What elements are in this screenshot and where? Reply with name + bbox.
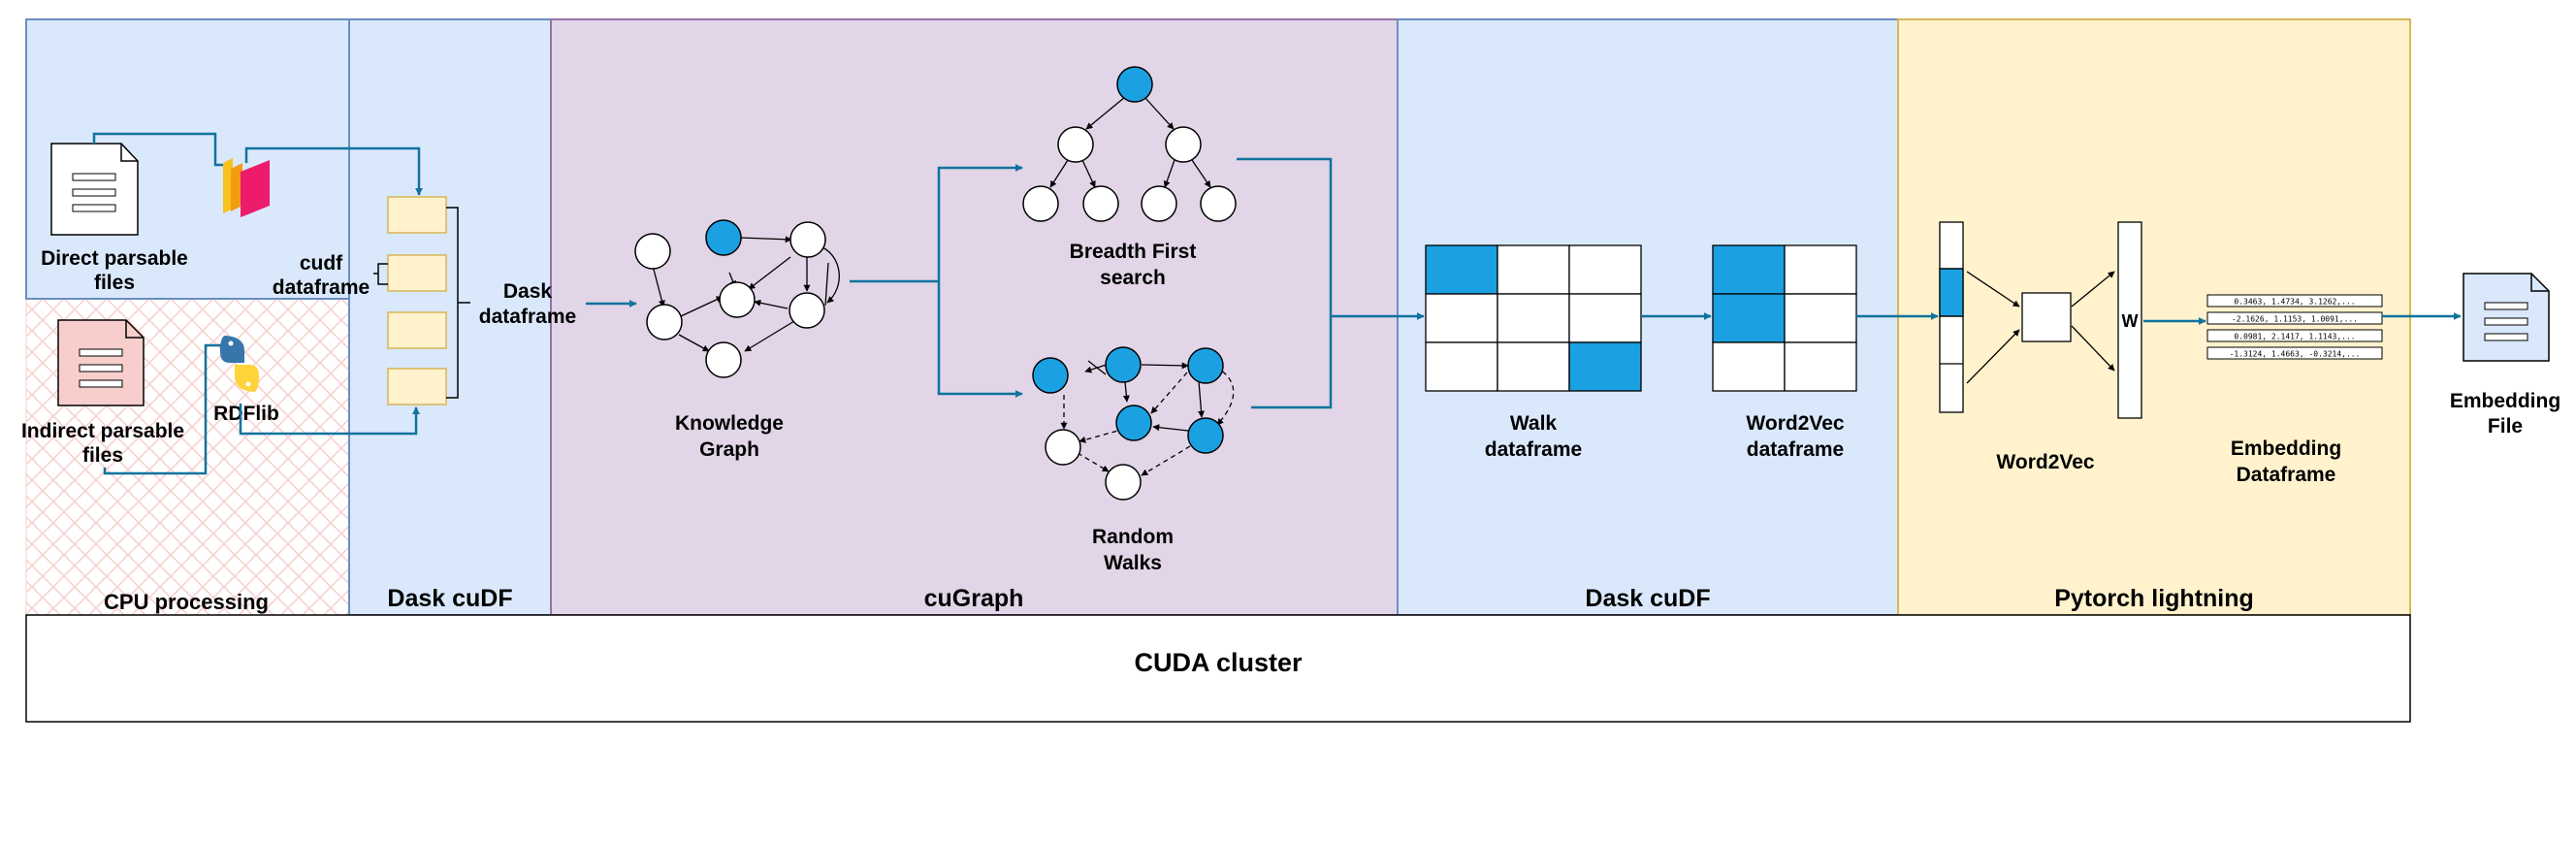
embedding-dataframe-label-line1: Embedding — [2231, 437, 2341, 460]
walk-node-highlighted — [1115, 405, 1152, 441]
graph-node — [634, 233, 671, 270]
knowledge-graph-label-line2: Graph — [699, 438, 759, 461]
graph-node-highlighted — [705, 219, 742, 256]
cpu-processing-label: CPU processing — [104, 590, 269, 614]
embedding-file-label-line1: Embedding — [2450, 390, 2560, 412]
graph-node — [789, 221, 826, 258]
dask-dataframe-label-line2: dataframe — [479, 306, 576, 328]
word2vec-dataframe-label-line1: Word2Vec — [1746, 412, 1844, 435]
to-random-walks-arrow — [937, 281, 1023, 398]
walk-dataframe-label-line2: dataframe — [1485, 438, 1582, 461]
parquet-icon — [223, 158, 270, 217]
walk-dataframe-grid — [1425, 244, 1642, 392]
indirect-file-icon — [57, 319, 145, 406]
graph-node — [789, 292, 825, 329]
bfs-merge-connector — [1237, 157, 1333, 316]
bfs-node — [1200, 185, 1237, 222]
walk-dataframe-label-line1: Walk — [1510, 412, 1558, 435]
weight-matrix — [2117, 221, 2142, 419]
walk-node — [1045, 429, 1081, 466]
embedding-row — [2206, 311, 2383, 325]
bfs-node — [1082, 185, 1119, 222]
embedding-row — [2206, 346, 2383, 360]
indirect-files-label-line2: files — [82, 444, 123, 467]
embedding-row-text: -1.3124, 1.4663, -0.3214,... — [2230, 350, 2361, 359]
weight-label: W — [2122, 311, 2139, 331]
word2vec-label: Word2Vec — [1996, 451, 2094, 473]
direct-to-parquet-connector — [92, 132, 223, 167]
embedding-row-text: -2.1626, 1.1153, 1.0091,... — [2232, 315, 2358, 324]
embedding-file-icon — [2463, 273, 2550, 362]
parquet-to-dataframe-arrow — [244, 146, 423, 196]
cugraph-label: cuGraph — [924, 585, 1024, 612]
hidden-layer — [2021, 292, 2072, 342]
walks-merge-connector — [1251, 316, 1333, 409]
rdflib-to-dataframe-arrow — [239, 404, 420, 436]
dataframe-partition — [387, 196, 447, 234]
bfs-node — [1057, 126, 1094, 163]
indirect-to-rdflib-connector — [103, 343, 221, 475]
dask-bracket — [446, 207, 470, 399]
random-walks-graph — [1032, 346, 1235, 501]
bfs-tree — [1022, 66, 1237, 222]
cudf-dataframe-label-line2: dataframe — [273, 276, 370, 299]
walk-node-highlighted — [1187, 417, 1224, 454]
rdflib-label: RDFlib — [213, 403, 279, 425]
word2vec-network — [1939, 221, 2142, 419]
dataframe-partition — [387, 368, 447, 405]
dataframe-partition — [387, 311, 447, 349]
dask-cudf-label-1: Dask cuDF — [387, 585, 512, 612]
cuda-cluster-box — [25, 614, 2411, 723]
indirect-files-label-line1: Indirect parsable — [21, 420, 184, 442]
cugraph-region — [550, 18, 1399, 616]
input-vector — [1939, 221, 1964, 413]
direct-files-label-line2: files — [94, 272, 135, 294]
random-walks-label-line2: Walks — [1104, 552, 1162, 574]
embedding-row — [2206, 329, 2383, 342]
to-bfs-arrow — [937, 164, 1023, 281]
cudf-dataframe-label-line1: cudf — [300, 252, 343, 275]
word2vec-dataframe-label-line2: dataframe — [1747, 438, 1844, 461]
knowledge-graph — [634, 219, 840, 378]
dask-dataframe-label-line1: Dask — [503, 280, 553, 303]
graph-node — [719, 281, 756, 318]
section-backgrounds — [25, 18, 2411, 723]
pytorch-lightning-label: Pytorch lightning — [2054, 585, 2254, 612]
python-icon — [220, 336, 259, 392]
knowledge-graph-label-line1: Knowledge — [675, 412, 784, 435]
embedding-row-text: 0.3463, 1.4734, 3.1262,... — [2234, 298, 2355, 307]
embedding-row-text: 0.0981, 2.1417, 1.1143,... — [2234, 333, 2355, 341]
cudf-bracket — [373, 263, 388, 285]
dask-cudf-label-2: Dask cuDF — [1585, 585, 1710, 612]
bfs-label-line1: Breadth First — [1070, 241, 1197, 263]
graph-node — [646, 304, 683, 340]
bfs-node — [1141, 185, 1177, 222]
direct-file-icon — [50, 143, 139, 236]
bfs-root-node — [1116, 66, 1153, 103]
walk-node — [1105, 464, 1142, 501]
bfs-node — [1165, 126, 1202, 163]
bfs-label-line2: search — [1100, 267, 1166, 289]
cuda-cluster-label: CUDA cluster — [1134, 648, 1303, 677]
direct-files-label-line1: Direct parsable — [41, 247, 188, 270]
embedding-dataframe-label-line2: Dataframe — [2237, 464, 2336, 486]
word2vec-dataframe-grid — [1712, 244, 1857, 392]
random-walks-label-line1: Random — [1092, 526, 1174, 548]
embedding-dataframe: 0.3463, 1.4734, 3.1262,... -2.1626, 1.11… — [2206, 294, 2383, 360]
dataframe-stack — [387, 196, 447, 405]
embedding-file-label-line2: File — [2488, 415, 2523, 437]
walk-node-highlighted — [1032, 357, 1069, 394]
graph-node — [705, 341, 742, 378]
walk-node-highlighted — [1187, 347, 1224, 384]
dataframe-partition — [387, 254, 447, 292]
embedding-row — [2206, 294, 2383, 308]
walk-node-highlighted — [1105, 346, 1142, 383]
bfs-node — [1022, 185, 1059, 222]
